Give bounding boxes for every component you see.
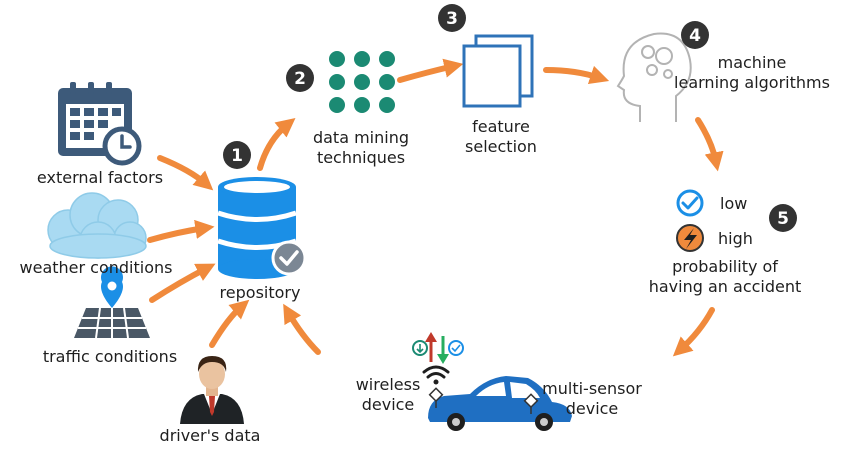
- cloud-icon: [47, 192, 147, 259]
- arrow-ml-to-prob: [695, 117, 724, 172]
- step-number: 4: [689, 26, 701, 46]
- check-badge-icon: [271, 240, 307, 276]
- arrow-traffic-to-repo: [149, 263, 216, 303]
- multi-sensor-device-label: multi-sensor device: [542, 379, 642, 418]
- map-pin-grid-icon: [74, 266, 150, 339]
- step-badge-3: 3: [438, 4, 466, 32]
- dot-grid-icon: [329, 51, 395, 113]
- drivers-data-label: driver's data: [159, 426, 261, 445]
- flow-arrows: [147, 58, 724, 357]
- probability-label: probability of having an accident: [648, 257, 802, 296]
- arrow-wireless-to-repo: [283, 303, 321, 355]
- arrow-driver-to-repo: [209, 299, 250, 348]
- arrow-external-to-repo: [157, 155, 214, 191]
- machine-learning-label: machine learning algorithms: [674, 53, 830, 92]
- data-mining-label: data mining techniques: [312, 128, 410, 167]
- weather-conditions-label: weather conditions: [19, 258, 173, 277]
- stacked-frames-icon: [462, 34, 534, 108]
- arrow-weather-to-repo: [147, 219, 215, 243]
- up-down-arrows-icon: [412, 332, 464, 364]
- step-badge-2: 2: [286, 64, 314, 92]
- high-label: high: [718, 229, 753, 248]
- traffic-conditions-label: traffic conditions: [42, 347, 178, 366]
- wifi-icon: [422, 365, 450, 385]
- lightning-circle-icon: [676, 224, 704, 252]
- wireless-device-label: wireless device: [355, 375, 421, 414]
- businessman-icon: [180, 356, 244, 424]
- step-number: 1: [231, 146, 243, 166]
- arrow-feature-to-ml: [543, 65, 610, 85]
- check-circle-icon: [676, 189, 704, 217]
- head-gears-icon: [616, 32, 692, 122]
- calendar-clock-icon: [58, 82, 142, 166]
- arrow-repo-to-mining: [257, 118, 296, 171]
- low-label: low: [720, 194, 748, 213]
- step-badge-4: 4: [681, 21, 709, 49]
- arrow-mining-to-feature: [397, 58, 464, 83]
- database-icon: [217, 177, 297, 279]
- external-factors-label: external factors: [36, 168, 164, 187]
- step-number: 2: [294, 69, 306, 89]
- arrow-prob-to-car: [672, 307, 715, 357]
- car-icon: [428, 376, 572, 431]
- feature-selection-label: feature selection: [465, 117, 537, 156]
- repository-label: repository: [219, 283, 301, 302]
- step-badge-5: 5: [769, 204, 797, 232]
- step-badge-1: 1: [223, 141, 251, 169]
- step-number: 5: [777, 209, 789, 229]
- step-number: 3: [446, 9, 458, 29]
